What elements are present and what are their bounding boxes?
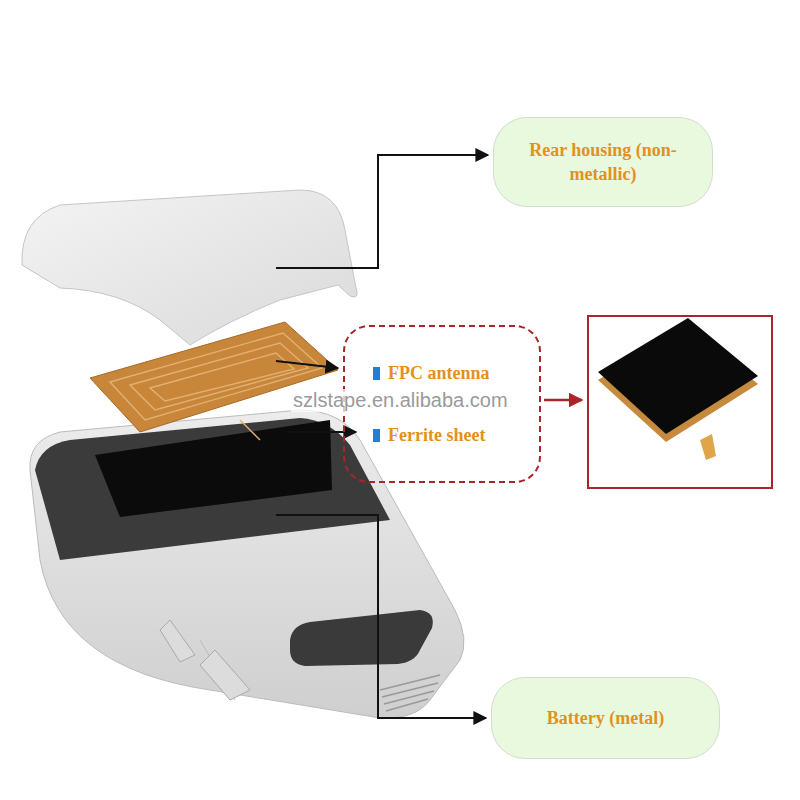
label-box: Rear housing (non-metallic): [493, 117, 713, 207]
part-label: Rear housing (non-metallic): [508, 138, 698, 187]
watermark: szlstape.en.alibaba.com: [291, 389, 510, 412]
part-label: Battery (metal): [547, 706, 664, 730]
part-label: Ferrite sheet: [373, 423, 485, 447]
part-label: FPC antenna: [373, 361, 490, 385]
label-box: Battery (metal): [491, 677, 720, 759]
